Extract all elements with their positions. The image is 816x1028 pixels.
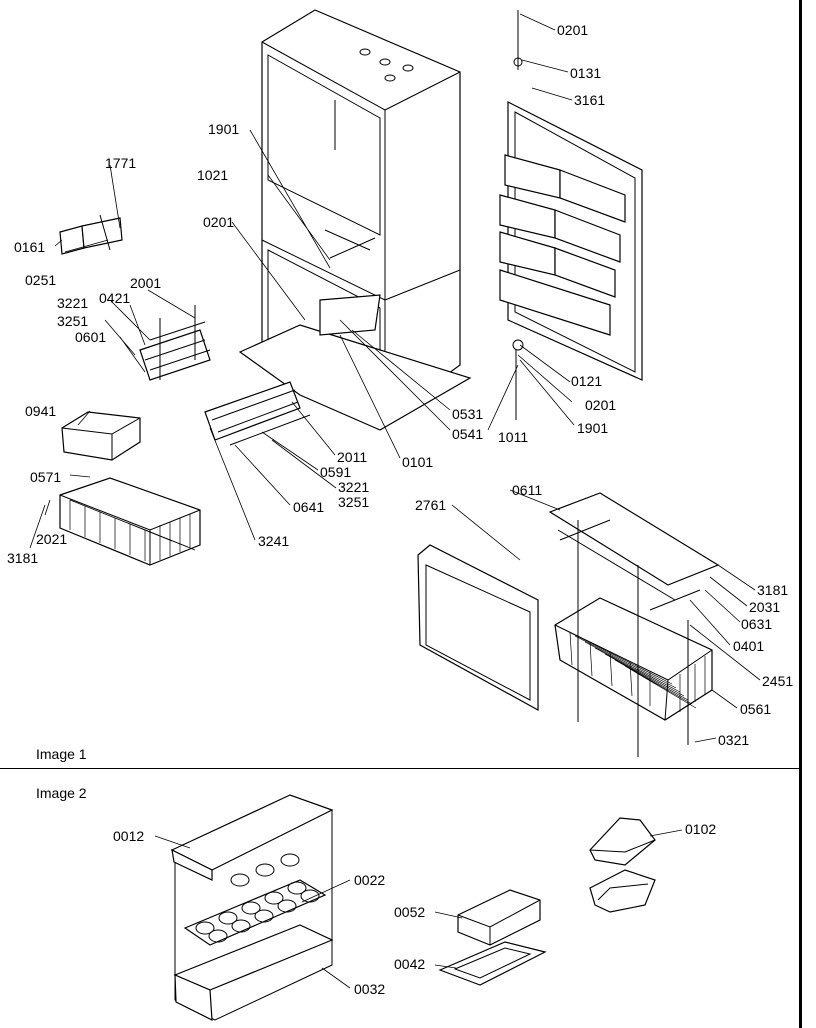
callout-0541: 0541 [452, 426, 483, 442]
callout-0531: 0531 [452, 406, 483, 422]
callout-2761: 2761 [415, 497, 446, 513]
callout-1901-left: 1901 [208, 121, 239, 137]
callout-1901-right: 1901 [577, 420, 608, 436]
callout-0941: 0941 [25, 403, 56, 419]
callout-3251-left: 3251 [57, 313, 88, 329]
callout-0102: 0102 [685, 821, 716, 837]
callout-3221-right: 3221 [338, 479, 369, 495]
callout-labels: 0201 0131 3161 1901 1771 1021 0201 0161 … [7, 22, 793, 997]
callout-3181-right: 3181 [757, 582, 788, 598]
door-bins [589, 817, 656, 913]
callout-0022: 0022 [354, 872, 385, 888]
callout-0571: 0571 [30, 469, 61, 485]
callout-0591: 0591 [320, 464, 351, 480]
callout-0561: 0561 [740, 701, 771, 717]
callout-3241: 3241 [258, 533, 289, 549]
callout-0601: 0601 [75, 329, 106, 345]
callout-0012: 0012 [113, 828, 144, 844]
callout-0641: 0641 [293, 499, 324, 515]
callout-3251-right: 3251 [338, 494, 369, 510]
image2-label: Image 2 [36, 785, 87, 801]
callout-0201-middle: 0201 [203, 214, 234, 230]
butter-dish [438, 889, 547, 986]
fresh-food-door [499, 10, 643, 420]
section-divider [0, 768, 801, 769]
callout-0052: 0052 [394, 904, 425, 920]
callout-2031: 2031 [749, 599, 780, 615]
callout-1771: 1771 [105, 155, 136, 171]
callout-0611: 0611 [512, 482, 542, 498]
callout-0401: 0401 [733, 638, 764, 654]
left-shelf-frame [139, 305, 211, 381]
fan-module [59, 214, 123, 255]
callout-1021: 1021 [197, 167, 228, 183]
callout-0042: 0042 [394, 956, 425, 972]
callout-0251: 0251 [25, 272, 56, 288]
crisper-pan [61, 411, 141, 461]
callout-2451: 2451 [762, 673, 793, 689]
callout-0032: 0032 [354, 981, 385, 997]
left-wire-basket [59, 477, 201, 566]
freezer-drawer-front [417, 544, 539, 712]
callout-0131: 0131 [570, 65, 601, 81]
cabinet [238, 9, 472, 431]
frame-border-right [799, 0, 802, 1028]
callout-3181-left: 3181 [7, 550, 38, 566]
callout-0101: 0101 [402, 454, 433, 470]
leader-lines [29, 13, 761, 743]
image1-label: Image 1 [36, 746, 87, 762]
drawer-frame [548, 492, 720, 611]
callout-2021: 2021 [36, 531, 67, 547]
callout-0161: 0161 [14, 239, 45, 255]
callout-0201-top: 0201 [557, 22, 588, 38]
callout-0421: 0421 [99, 290, 130, 306]
callout-3161: 3161 [574, 92, 605, 108]
callout-3221-left: 3221 [57, 295, 88, 311]
callout-1011: 1011 [498, 429, 528, 445]
callout-0631: 0631 [741, 616, 772, 632]
callout-2001: 2001 [130, 275, 161, 291]
freezer-wire-basket [554, 520, 713, 757]
callout-0201-lower: 0201 [585, 397, 616, 413]
egg-shelf-assembly [170, 794, 334, 1022]
callout-0121: 0121 [571, 373, 602, 389]
callout-2011: 2011 [337, 449, 367, 465]
slide-rail-assembly [204, 381, 311, 446]
leader-lines-image2 [154, 829, 683, 989]
callout-0321: 0321 [718, 732, 749, 748]
